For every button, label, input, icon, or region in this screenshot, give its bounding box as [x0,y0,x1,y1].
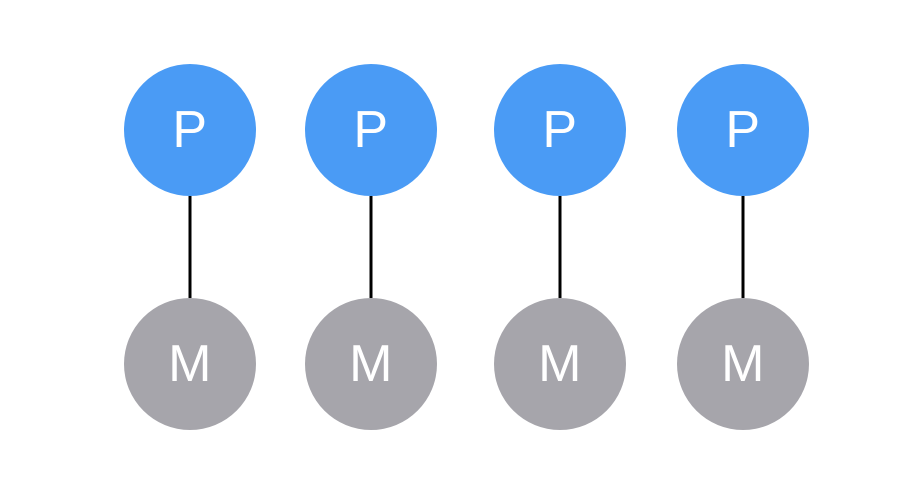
node-parent[interactable]: P [677,64,809,196]
node-label: P [725,101,761,159]
node-machine[interactable]: M [305,298,437,430]
node-pair: P M [653,0,833,484]
node-parent[interactable]: P [124,64,256,196]
node-pair: P M [470,0,650,484]
node-label: M [538,335,582,393]
node-label: M [721,335,765,393]
node-label: M [349,335,393,393]
node-machine[interactable]: M [124,298,256,430]
node-machine[interactable]: M [677,298,809,430]
edge-p-to-m [558,196,562,298]
node-pair: P M [100,0,280,484]
edge-p-to-m [188,196,192,298]
node-parent[interactable]: P [494,64,626,196]
node-parent[interactable]: P [305,64,437,196]
node-label: P [172,101,208,159]
node-label: P [353,101,389,159]
edge-p-to-m [741,196,745,298]
node-label: P [542,101,578,159]
node-label: M [168,335,212,393]
node-machine[interactable]: M [494,298,626,430]
edge-p-to-m [369,196,373,298]
node-pair: P M [281,0,461,484]
